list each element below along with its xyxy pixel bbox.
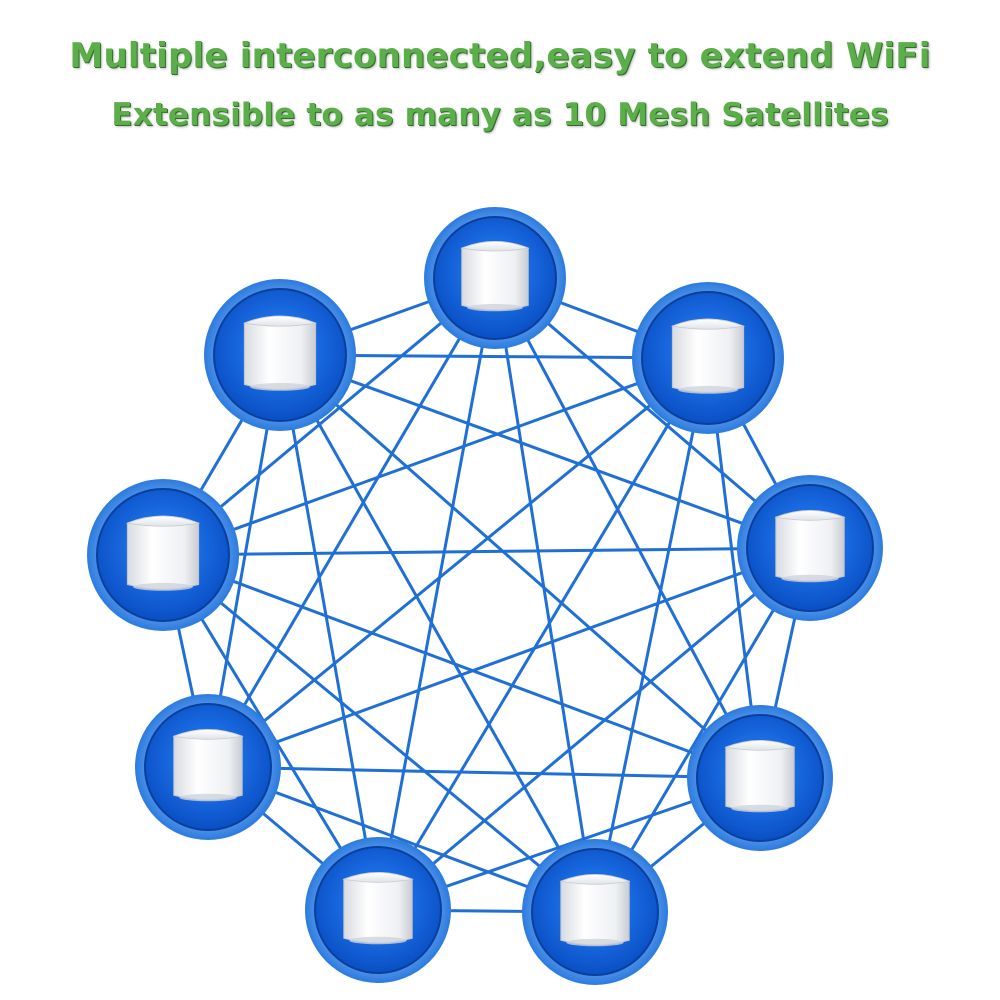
mesh-router-icon bbox=[670, 318, 746, 394]
mesh-link bbox=[376, 277, 497, 911]
headline-secondary: Extensible to as many as 10 Mesh Satelli… bbox=[111, 97, 889, 133]
mesh-link bbox=[207, 765, 761, 780]
mesh-link bbox=[278, 354, 380, 911]
mesh-node bbox=[737, 475, 883, 621]
mesh-link bbox=[162, 553, 761, 780]
headline-primary: Multiple interconnected,easy to extend W… bbox=[69, 36, 931, 76]
mesh-router-icon bbox=[342, 872, 414, 945]
mesh-link bbox=[279, 353, 761, 780]
mesh-router-icon bbox=[774, 510, 846, 583]
mesh-link bbox=[162, 553, 596, 914]
mesh-node bbox=[424, 207, 566, 349]
mesh-link bbox=[493, 277, 762, 779]
mesh-link bbox=[279, 353, 811, 550]
mesh-node bbox=[305, 837, 451, 983]
mesh-nodes bbox=[87, 207, 883, 985]
mesh-router-icon bbox=[242, 315, 318, 391]
mesh-router-icon bbox=[460, 241, 530, 312]
mesh-link bbox=[493, 277, 597, 913]
mesh-node bbox=[204, 279, 356, 431]
mesh-link bbox=[162, 546, 811, 557]
mesh-link bbox=[376, 357, 710, 911]
mesh-router-icon bbox=[172, 729, 244, 802]
mesh-router-icon bbox=[559, 874, 631, 947]
mesh-router-icon bbox=[724, 740, 796, 813]
mesh-link bbox=[593, 357, 710, 913]
mesh-link bbox=[206, 277, 497, 768]
mesh-link bbox=[207, 356, 709, 769]
mesh-node bbox=[87, 479, 239, 631]
mesh-node bbox=[687, 705, 833, 851]
mesh-link bbox=[207, 546, 811, 769]
mesh-link bbox=[278, 354, 597, 913]
mesh-router-icon bbox=[125, 515, 201, 591]
mesh-link bbox=[162, 356, 709, 557]
mesh-link bbox=[377, 546, 811, 912]
mesh-node bbox=[135, 694, 281, 840]
mesh-node bbox=[632, 282, 784, 434]
mesh-node bbox=[522, 839, 668, 985]
